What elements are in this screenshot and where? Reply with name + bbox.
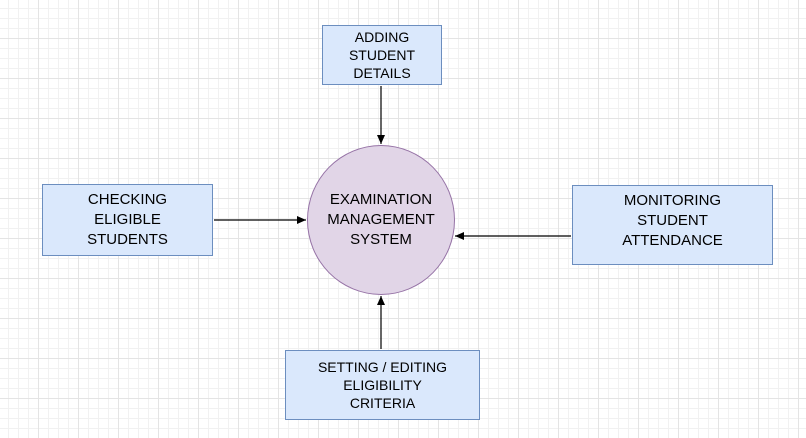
node-monitoring-student-attendance[interactable]: MONITORING STUDENT ATTENDANCE — [572, 185, 773, 265]
node-label-adding: ADDING STUDENT DETAILS — [348, 29, 416, 81]
node-setting-eligibility-criteria[interactable]: SETTING / EDITING ELIGIBILITY CRITERIA — [285, 350, 480, 420]
node-adding-student-details[interactable]: ADDING STUDENT DETAILS — [322, 25, 442, 85]
node-examination-management-system[interactable]: EXAMINATION MANAGEMENT SYSTEM — [307, 145, 455, 295]
node-label-setting: SETTING / EDITING ELIGIBILITY CRITERIA — [317, 359, 448, 411]
node-label-checking: CHECKING ELIGIBLE STUDENTS — [87, 191, 168, 248]
node-label-monitoring: MONITORING STUDENT ATTENDANCE — [622, 192, 723, 249]
node-checking-eligible-students[interactable]: CHECKING ELIGIBLE STUDENTS — [42, 184, 213, 256]
node-label-center: EXAMINATION MANAGEMENT SYSTEM — [327, 191, 435, 248]
